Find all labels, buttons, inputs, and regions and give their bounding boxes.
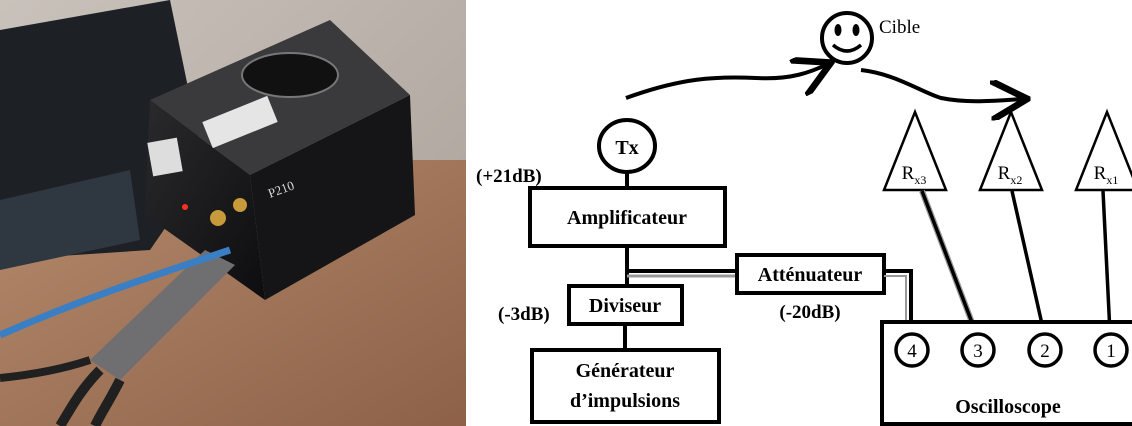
device-box-side [250, 95, 415, 300]
rx3-to-ch3-line-core [920, 190, 978, 334]
port-panel [147, 137, 183, 177]
attenuator-label: Atténuateur [758, 264, 863, 286]
svg-text:Rx1: Rx1 [1094, 163, 1119, 187]
oscilloscope-label: Oscilloscope [955, 396, 1061, 418]
sma-connector-1 [210, 210, 226, 226]
amplifier-label: Amplificateur [567, 207, 687, 229]
coax-cable-2 [90, 377, 125, 426]
channel-2-label: 2 [1040, 341, 1050, 362]
device-logo [241, 52, 339, 98]
rx1-sub: x1 [1106, 173, 1118, 187]
radar-block-diagram: Cible Tx (+21dB) Amplificateur Atténuate… [476, 11, 1132, 426]
rx3-sub: x3 [914, 173, 926, 187]
channel-4-port: 4 [894, 332, 930, 368]
amp-gain-label: (+21dB) [476, 166, 542, 187]
splitter [90, 250, 235, 380]
blue-cable [0, 246, 232, 339]
pulse-generator-block [530, 348, 721, 424]
rx3-base: R [902, 163, 915, 184]
channel-3-label: 3 [973, 341, 983, 362]
svg-text:Rx3: Rx3 [902, 163, 927, 187]
generator-label-line2: d’impulsions [570, 390, 680, 412]
tx-label: Tx [615, 137, 638, 159]
coax-cable-3 [0, 356, 92, 382]
laptop-keyboard [0, 170, 140, 270]
target-to-rx-arrow [860, 68, 1024, 101]
rx3-antenna: Rx3 [882, 108, 948, 192]
attenuator-to-ch4-shadow [884, 275, 907, 333]
sma-connector-2 [233, 198, 247, 212]
amplifier-block [528, 186, 727, 248]
led-red [182, 204, 188, 210]
rx1-antenna: Rx1 [1074, 108, 1132, 192]
rx2-antenna: Rx2 [978, 108, 1044, 192]
attenuator-gain-label: (-20dB) [779, 302, 840, 323]
channel-4-label: 4 [907, 341, 917, 362]
coax-cable-1 [55, 366, 104, 426]
device-sticker [202, 95, 278, 149]
attenuator-block [735, 253, 886, 295]
rx2-sub: x2 [1010, 173, 1022, 187]
hardware-photo: P210 [0, 0, 466, 426]
rx1-to-ch1-line [1101, 190, 1112, 334]
attenuator-to-ch4-line [884, 269, 913, 333]
tx-to-target-arrow [625, 64, 828, 100]
channel-1-port: 1 [1093, 332, 1129, 368]
channel-3-port: 3 [960, 332, 996, 368]
divider-gain-label: (-3dB) [498, 304, 550, 325]
channel-1-label: 1 [1106, 341, 1116, 362]
generator-label-line1: Générateur [576, 360, 675, 382]
svg-text:Rx2: Rx2 [998, 163, 1023, 187]
channel-2-port: 2 [1027, 332, 1063, 368]
target-label: Cible [879, 17, 920, 38]
rx1-base: R [1094, 163, 1107, 184]
rx2-base: R [998, 163, 1011, 184]
rx2-to-ch2-line [1010, 190, 1046, 334]
divider-block [567, 284, 684, 326]
divider-label: Diviseur [589, 295, 661, 317]
target-smiley-icon [820, 11, 874, 65]
